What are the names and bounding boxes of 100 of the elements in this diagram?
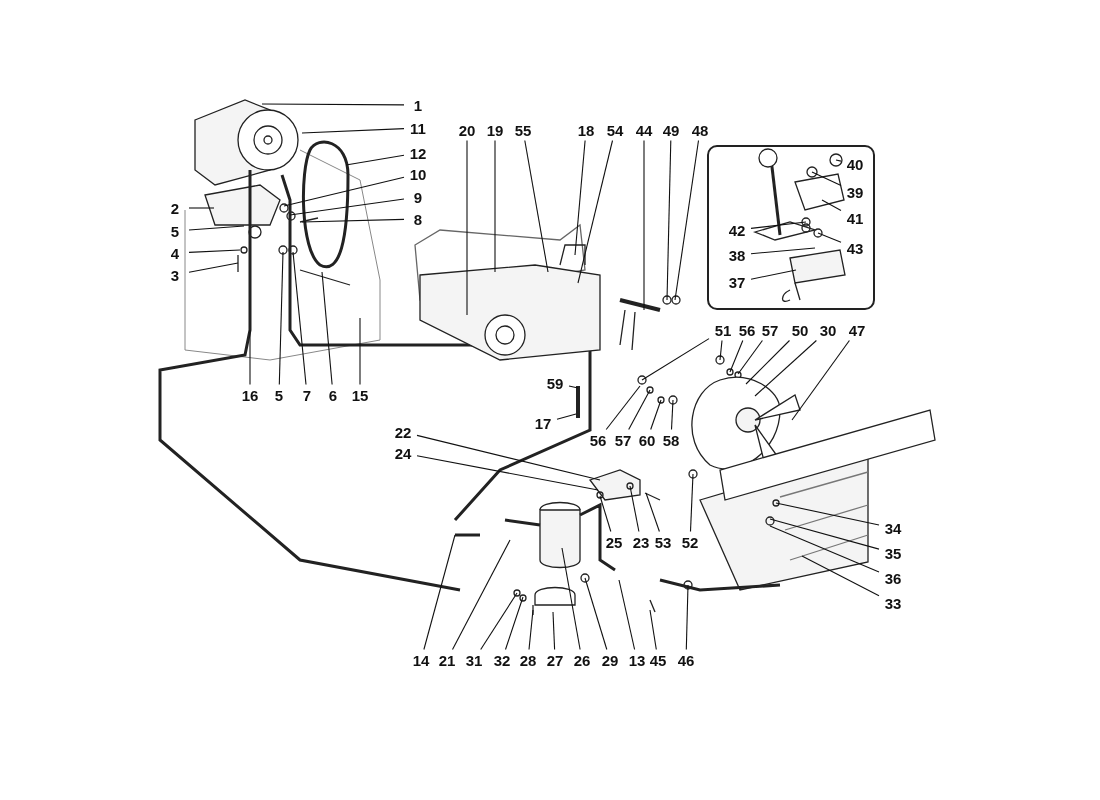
callout-number: 3 xyxy=(163,266,187,284)
callout-number: 22 xyxy=(391,423,415,441)
leader-line xyxy=(769,525,880,573)
callout-number: 41 xyxy=(843,209,867,227)
leader-line xyxy=(301,218,405,223)
leader-line xyxy=(754,339,817,397)
leader-line xyxy=(568,385,579,389)
leader-line xyxy=(811,171,842,187)
callout-number: 13 xyxy=(625,651,649,669)
leader-line xyxy=(666,139,672,301)
callout-number: 45 xyxy=(646,651,670,669)
leader-line xyxy=(737,339,763,375)
callout-number: 6 xyxy=(321,386,345,404)
leader-line xyxy=(451,539,511,651)
callout-number: 56 xyxy=(735,321,759,339)
callout-number: 31 xyxy=(462,651,486,669)
leader-line xyxy=(643,139,645,311)
callout-number: 58 xyxy=(659,431,683,449)
leader-line xyxy=(791,339,850,421)
callout-number: 7 xyxy=(295,386,319,404)
callout-number: 36 xyxy=(881,569,905,587)
callout-number: 4 xyxy=(163,244,187,262)
callout-number: 35 xyxy=(881,544,905,562)
callout-number: 19 xyxy=(483,121,507,139)
callout-number: 2 xyxy=(163,199,187,217)
callout-number: 54 xyxy=(603,121,627,139)
callout-number: 27 xyxy=(543,651,567,669)
callout-number: 40 xyxy=(843,155,867,173)
leader-line xyxy=(301,128,405,134)
callout-number: 43 xyxy=(843,239,867,257)
callout-number: 56 xyxy=(586,431,610,449)
leader-line xyxy=(750,269,797,280)
callout-number: 8 xyxy=(406,210,430,228)
leader-line xyxy=(577,139,614,284)
callout-number: 20 xyxy=(455,121,479,139)
callout-number: 28 xyxy=(516,651,540,669)
callout-number: 53 xyxy=(651,533,675,551)
callout-number: 30 xyxy=(816,321,840,339)
callout-number: 18 xyxy=(574,121,598,139)
callout-number: 46 xyxy=(674,651,698,669)
leader-line xyxy=(466,139,468,316)
leader-line xyxy=(494,139,496,273)
leader-line xyxy=(645,492,660,533)
callout-number: 17 xyxy=(531,414,555,432)
leader-line xyxy=(321,271,333,386)
callout-number: 49 xyxy=(659,121,683,139)
leader-line xyxy=(345,154,405,166)
leader-line xyxy=(649,609,657,651)
leader-line xyxy=(605,385,641,431)
callout-number: 47 xyxy=(845,321,869,339)
leader-line xyxy=(821,199,842,211)
leader-line xyxy=(188,207,215,209)
callout-number: 59 xyxy=(543,374,567,392)
leader-line xyxy=(729,339,744,373)
leader-line xyxy=(188,225,245,231)
leader-line xyxy=(750,221,807,229)
leader-line xyxy=(278,251,284,386)
leader-line xyxy=(641,338,710,381)
callout-number: 16 xyxy=(238,386,262,404)
leader-line xyxy=(480,592,518,651)
callout-number: 48 xyxy=(688,121,712,139)
callout-number: 55 xyxy=(511,121,535,139)
callout-number: 39 xyxy=(843,183,867,201)
leader-line xyxy=(416,434,601,481)
callout-number: 26 xyxy=(570,651,594,669)
inset-frame xyxy=(707,145,875,310)
leader-line xyxy=(574,139,586,256)
leader-line xyxy=(504,596,524,651)
leader-line xyxy=(283,176,405,207)
leader-line xyxy=(650,399,662,431)
leader-line xyxy=(584,577,608,651)
leader-line xyxy=(674,139,700,301)
callout-number: 51 xyxy=(711,321,735,339)
callout-number: 23 xyxy=(629,533,653,551)
callout-number: 24 xyxy=(391,444,415,462)
callout-number: 5 xyxy=(267,386,291,404)
leader-line xyxy=(817,232,842,243)
callout-number: 33 xyxy=(881,594,905,612)
callout-number: 57 xyxy=(611,431,635,449)
leader-line xyxy=(775,502,880,526)
callout-number: 50 xyxy=(788,321,812,339)
leader-line xyxy=(188,249,241,253)
leader-line xyxy=(249,329,251,386)
callout-number: 60 xyxy=(635,431,659,449)
callout-number: 11 xyxy=(406,119,430,137)
leader-line xyxy=(835,159,842,162)
leader-line xyxy=(599,495,612,533)
callout-number: 15 xyxy=(348,386,372,404)
callout-number: 10 xyxy=(406,165,430,183)
leader-line xyxy=(528,609,534,651)
callout-number: 52 xyxy=(678,533,702,551)
leader-line xyxy=(801,555,880,597)
callout-number: 57 xyxy=(758,321,782,339)
leader-line xyxy=(261,103,405,106)
leader-line xyxy=(629,485,640,533)
leader-line xyxy=(359,317,361,386)
leader-line xyxy=(561,547,581,651)
leader-line xyxy=(769,518,880,550)
leader-line xyxy=(689,473,694,533)
leader-line xyxy=(670,399,674,431)
